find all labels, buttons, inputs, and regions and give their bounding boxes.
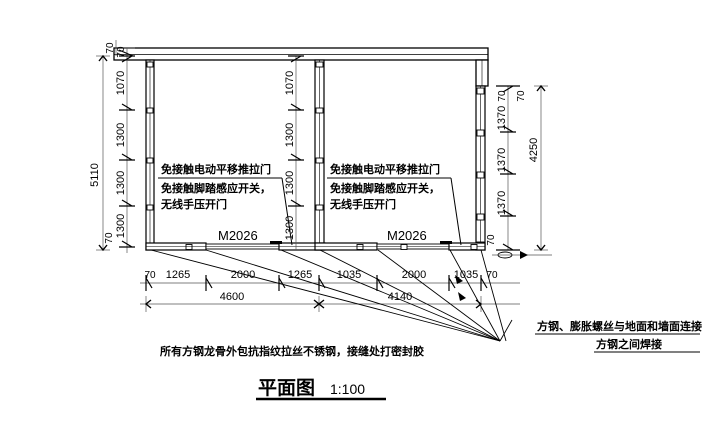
right-room-note-line3: 无线手压开门 [329,197,396,211]
dim-bottom-seg-5: 1035 [337,269,361,281]
bottom-horizontal-dimension-chain: 70 1265 2000 1265 1035 2000 1035 70 4600… [140,269,520,312]
dim-left-seg-3: 1300 [115,123,127,147]
dim-right-seg-2: 1370 [496,106,508,130]
building-walls [113,47,489,251]
top-wall [113,47,489,87]
dim-left-seg-4: 1300 [115,171,127,195]
leader-note-2: 方钢之间焊接 [596,337,662,351]
left-room-note-line1: 免接触电动平移推拉门 [161,162,271,176]
left-room-door-tag: M2026 [218,228,258,243]
dim-bottom-seg-8: 70 [486,270,498,281]
dim-bottom-seg-1: 70 [144,270,156,281]
dim-corner-70-top-left: 70 [105,42,116,54]
dim-bottom-seg-7: 1035 [454,269,478,281]
right-vertical-dimension-chain: 70 1370 1370 1370 70 4250 70 [486,84,548,252]
left-room-annotation: 免接触电动平移推拉门 免接触脚踏感应开关， 无线手压开门 M2026 [158,162,293,246]
dim-left-seg-1: 70 [116,46,127,58]
dim-right-total: 4250 [528,138,540,162]
general-note: 所有方钢龙骨外包抗指纹拉丝不锈钢，接缝处打密封胶 [160,344,424,358]
dim-left-seg-5: 1300 [115,214,127,238]
detail-leader-lines [150,249,513,342]
dim-left-seg-2: 1070 [115,71,127,95]
dim-right-seg-4: 1370 [496,191,508,215]
left-exterior-wall [145,59,155,251]
page-title: 平面图 [258,377,315,399]
dim-bottom-seg-3: 2000 [231,269,255,281]
leader-note-1: 方钢、膨胀螺丝与地面和墙面连接 [537,319,702,333]
dim-bottom-total-left: 4600 [220,291,244,303]
dim-bottom-total-right: 4140 [388,291,412,303]
dim-bottom-seg-2: 1265 [166,269,190,281]
drawing-scale: 1:100 [330,381,365,397]
drawing-title-block: 平面图 1:100 [256,377,386,401]
dim-left-total: 5110 [89,163,101,187]
dim-bottom-seg-4: 1265 [288,269,312,281]
center-mark-icon [492,251,552,259]
right-room-door-tag: M2026 [387,228,427,243]
dim-corner-70-top-right: 70 [516,90,527,102]
right-room-annotation: 免接触电动平移推拉门 免接触脚踏感应开关， 无线手压开门 M2026 [327,162,462,246]
right-exterior-wall [475,85,486,251]
corner-dim-top-left: 70 [105,40,134,57]
dim-left-seg-6: 70 [104,232,115,244]
bottom-wall-left [145,241,326,251]
dim-right-seg-3: 1370 [496,148,508,172]
bottom-wall-right [314,241,486,251]
left-room-note-line2: 免接触脚踏感应开关， [161,181,271,195]
right-room-note-line1: 免接触电动平移推拉门 [330,162,440,176]
leader-note-block: 方钢、膨胀螺丝与地面和墙面连接 方钢之间焊接 [535,319,702,353]
leader-arrowheads [455,275,466,301]
dim-mid-seg-4: 1300 [284,216,296,240]
dim-mid-seg-2: 1300 [284,123,296,147]
left-room-note-line3: 无线手压开门 [160,197,227,211]
left-vertical-dimension-chain: 5110 70 1070 1300 1300 1300 70 [89,46,135,253]
dim-mid-seg-1: 1070 [284,71,296,95]
right-room-note-line2: 免接触脚踏感应开关， [330,181,440,195]
dim-right-seg-1: 70 [497,90,508,102]
middle-partition-wall [314,59,325,251]
middle-vertical-dimension-chain: 1070 1300 1300 1300 [284,55,304,250]
dim-right-seg-5: 70 [486,234,497,246]
dim-mid-seg-3: 1300 [284,171,296,195]
